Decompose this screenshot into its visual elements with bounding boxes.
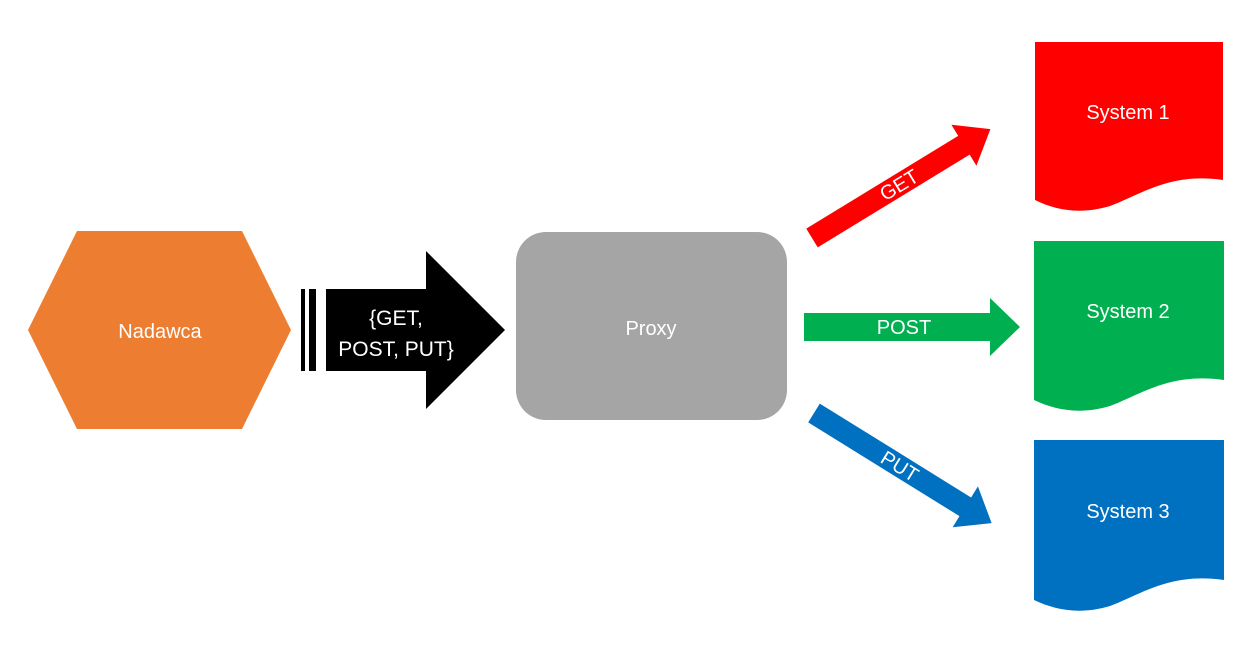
sender-label: Nadawca <box>118 321 202 343</box>
request-arrow-stripe <box>309 289 316 371</box>
system-2-label: System 2 <box>1086 301 1169 323</box>
system-3-label: System 3 <box>1086 501 1169 523</box>
sender-hexagon <box>28 231 291 429</box>
system-2-document <box>1034 241 1224 411</box>
post-route-arrow: POST <box>804 298 1020 356</box>
system-1-label: System 1 <box>1086 102 1169 124</box>
system-3-document <box>1034 440 1224 611</box>
system-3-node: System 3 <box>1034 440 1224 611</box>
proxy-box <box>516 232 787 420</box>
post-arrow-label: POST <box>877 317 931 339</box>
request-arrow-body <box>326 251 505 409</box>
put-arrow-shape <box>808 403 992 528</box>
get-arrow-shape <box>806 124 991 248</box>
sender-node: Nadawca <box>28 231 291 429</box>
proxy-node: Proxy <box>516 232 787 420</box>
system-2-node: System 2 <box>1034 241 1224 411</box>
post-arrow-shape <box>804 298 1020 356</box>
put-route-arrow: PUT <box>808 403 992 528</box>
system-1-document <box>1035 42 1223 211</box>
proxy-label: Proxy <box>625 318 676 340</box>
request-arrow: {GET, POST, PUT} <box>301 251 505 409</box>
request-arrow-stripe <box>301 289 305 371</box>
get-route-arrow: GET <box>806 124 991 248</box>
request-arrow-label-line2: POST, PUT} <box>338 338 454 361</box>
system-1-node: System 1 <box>1035 42 1223 211</box>
request-arrow-label-line1: {GET, <box>369 307 423 330</box>
